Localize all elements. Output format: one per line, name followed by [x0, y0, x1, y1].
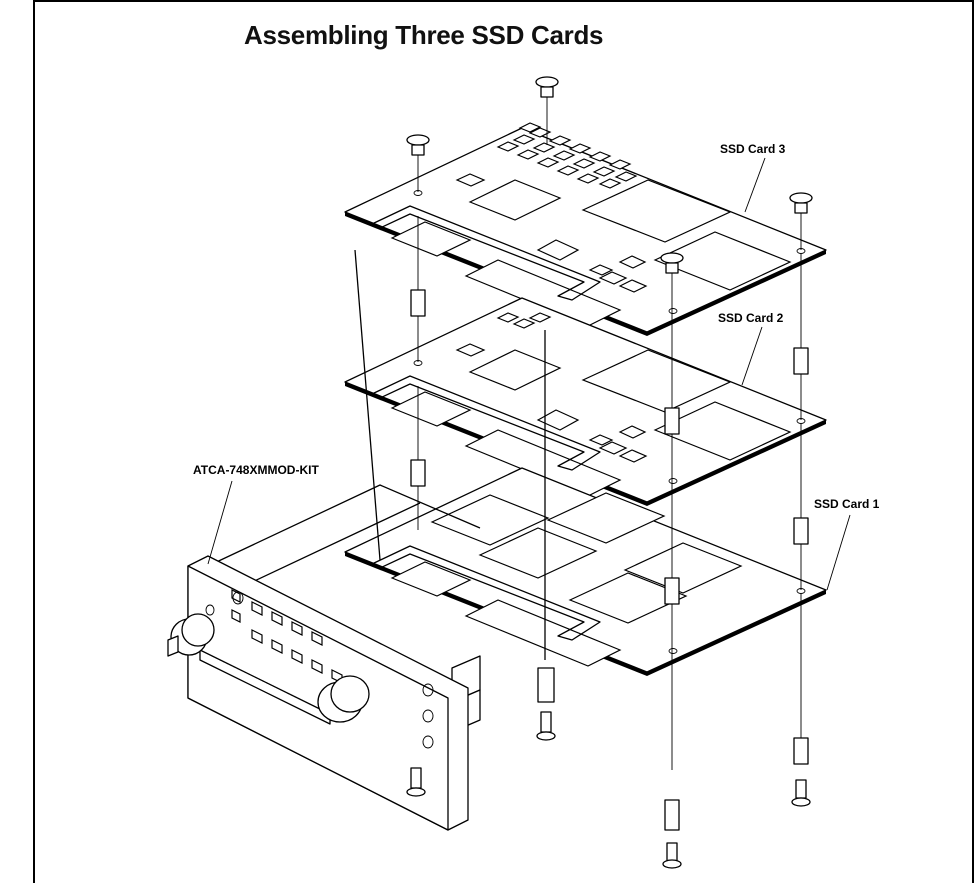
diagram-frame: [33, 0, 974, 883]
label-ssd-card-3: SSD Card 3: [720, 142, 786, 156]
ssd-card-3: [344, 122, 827, 336]
ssd-card-2: [344, 297, 827, 506]
hardware: [406, 76, 813, 869]
leader-lines: [207, 157, 851, 591]
faceplate: [167, 555, 469, 831]
diagram-title: Assembling Three SSD Cards: [244, 20, 604, 50]
label-ssd-card-1: SSD Card 1: [814, 497, 880, 511]
label-kit: ATCA-748XMMOD-KIT: [193, 463, 319, 477]
ssd-card-1: [344, 467, 827, 676]
label-ssd-card-2: SSD Card 2: [718, 311, 784, 325]
